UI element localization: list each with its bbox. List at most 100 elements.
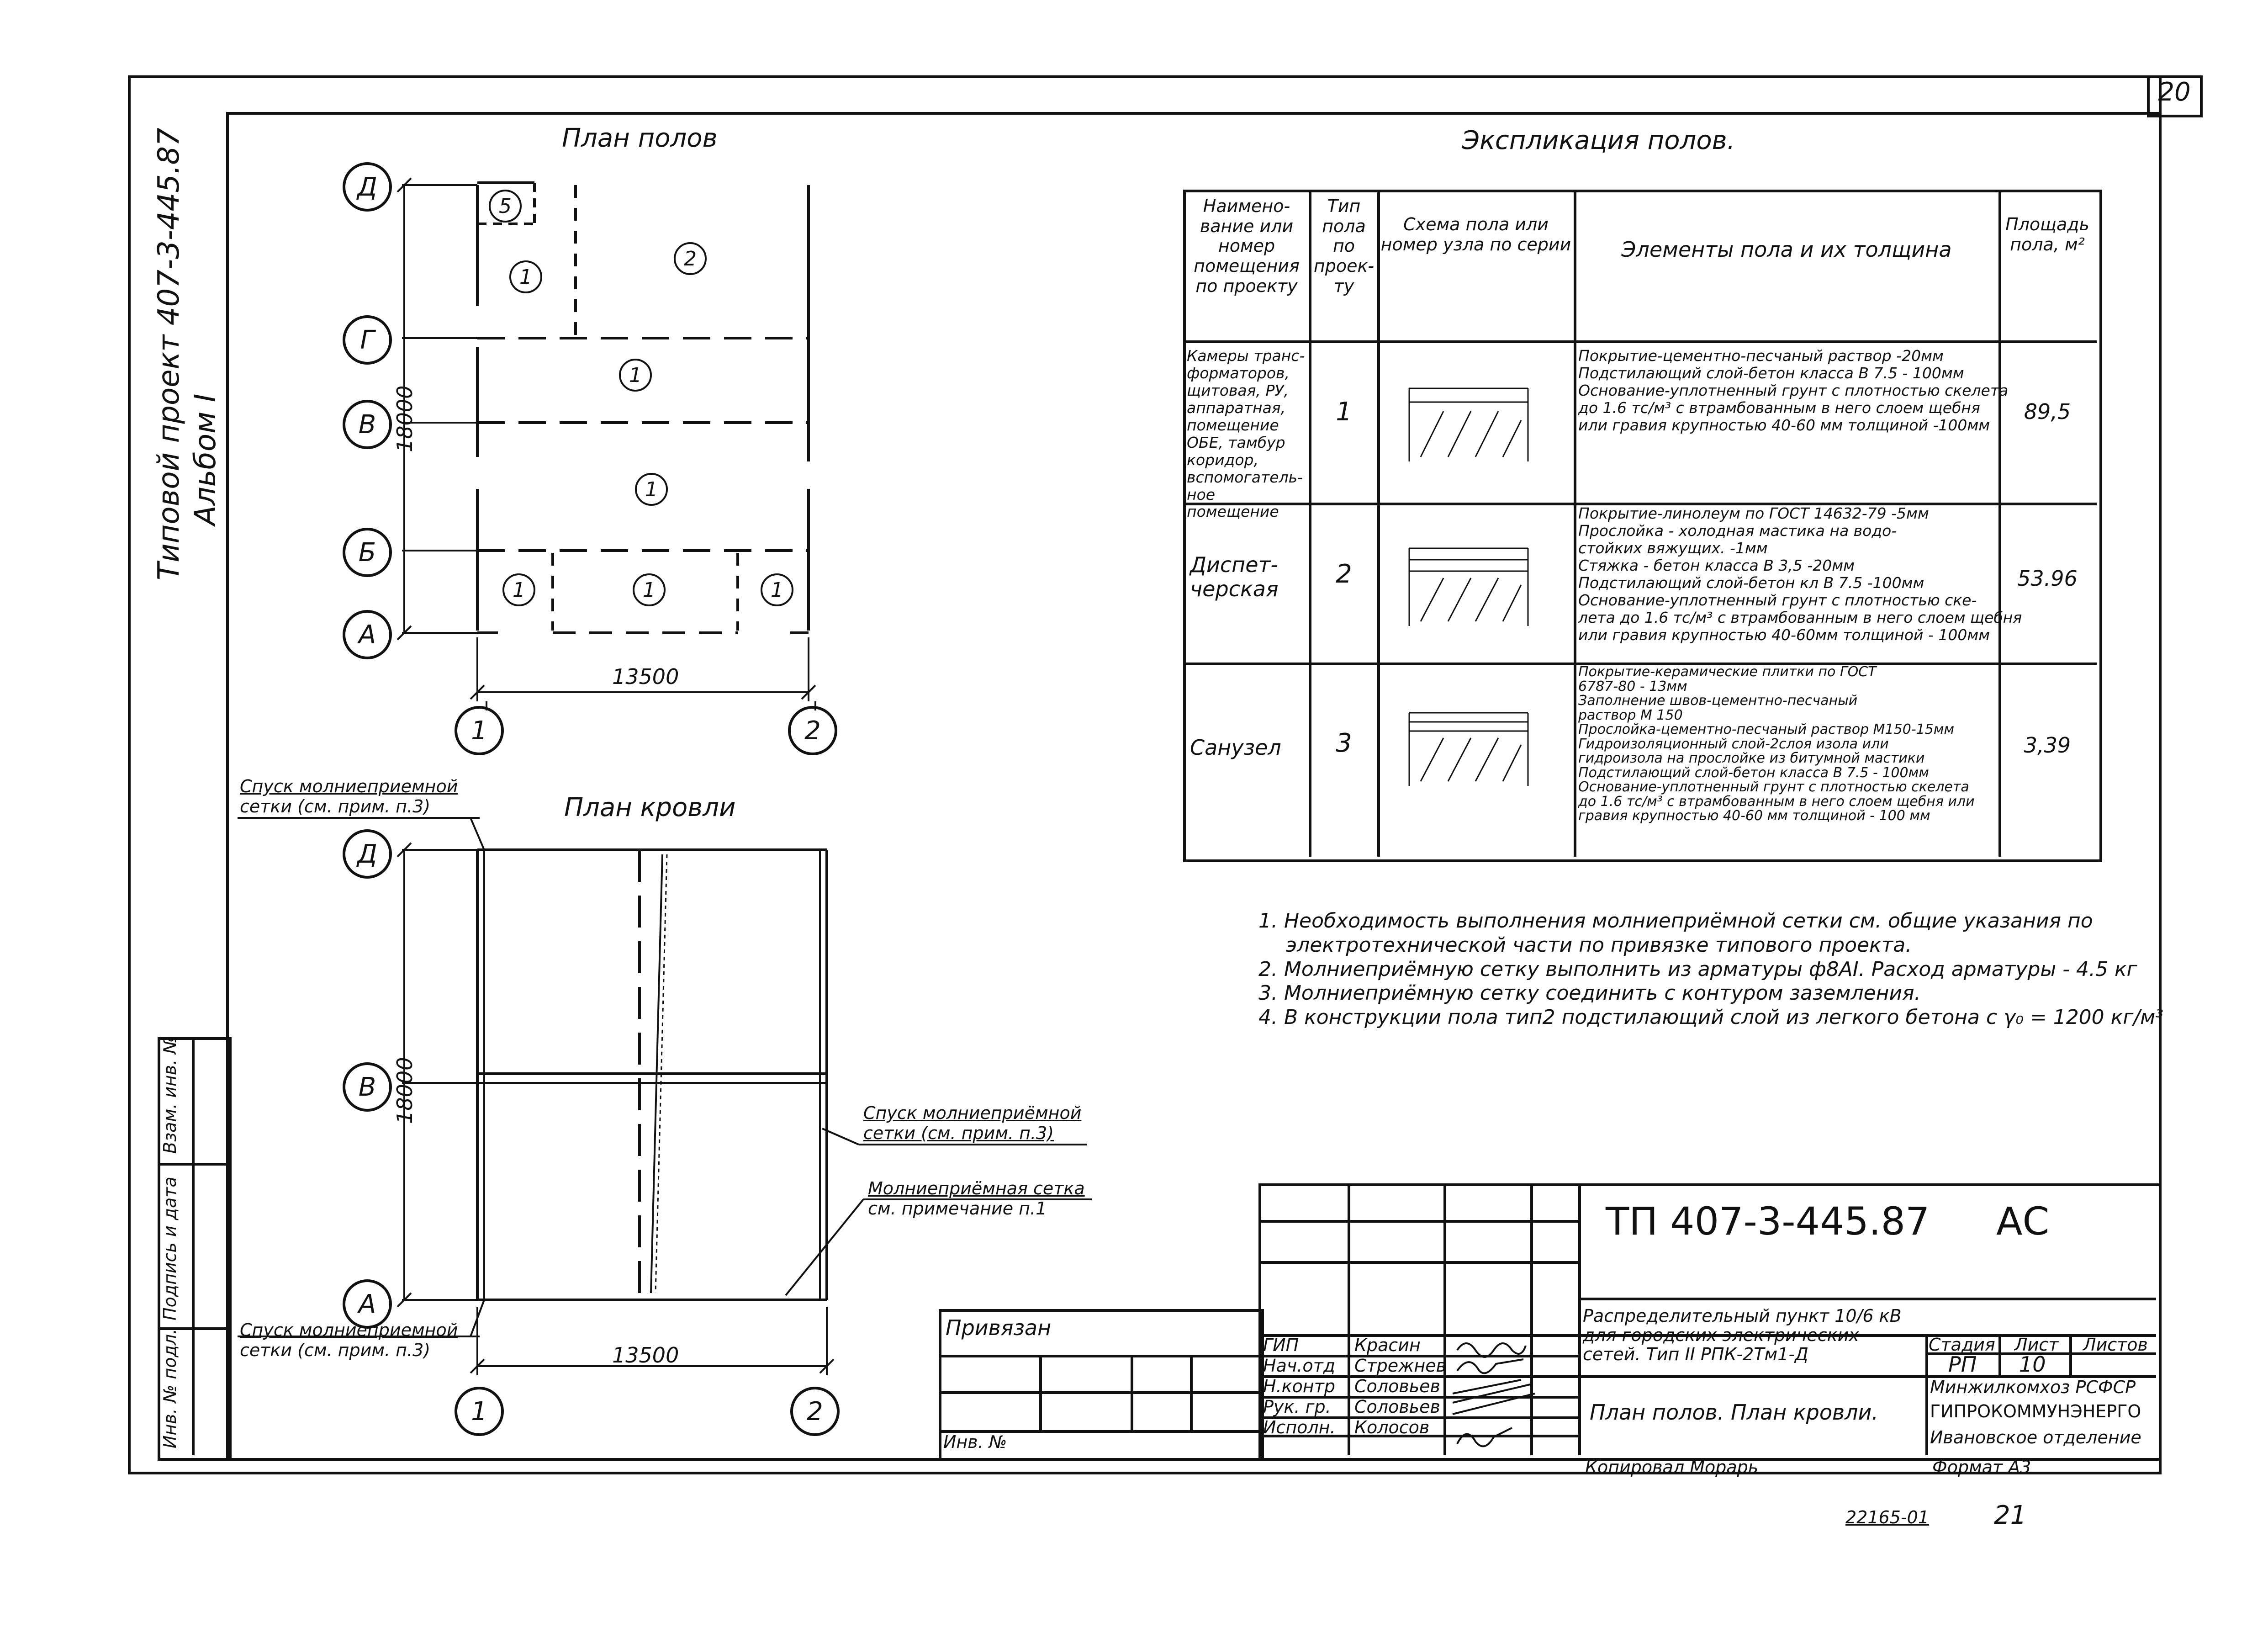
row2-el-4: Подстилающий слой-бетон кл В 7.5 -100мм xyxy=(1578,573,1924,592)
pb-v3 xyxy=(1190,1355,1193,1430)
row1-type: 1 xyxy=(1336,397,1352,427)
tb-h8 xyxy=(1258,1416,1578,1419)
pb-v2 xyxy=(1131,1355,1133,1430)
tb-sheet-title: План полов. План кровли. xyxy=(1590,1400,1879,1425)
row3-room: Санузел xyxy=(1190,735,1281,760)
callout-top-left-line2: сетки (см. прим. п.3) xyxy=(240,796,431,816)
tb-h7 xyxy=(1258,1396,1578,1399)
roof-axis-bubble-1: 1 xyxy=(455,1387,504,1436)
row1-el-3: до 1.6 тс/м³ с втрамбованным в него слое… xyxy=(1578,398,1980,417)
row3-el-4: Прослойка-цементно-песчаный раствор М150… xyxy=(1578,721,1955,737)
tb-code: ТП 407-3-445.87 xyxy=(1606,1199,1930,1244)
row2-el-7: или гравия крупностью 40-60мм толщиной -… xyxy=(1578,626,1990,644)
header-scheme: Схема пола или номер узла по серии xyxy=(1380,214,1571,254)
left-stamp-divider xyxy=(192,1037,195,1455)
tb-h5 xyxy=(1258,1355,1578,1357)
callout-right-1-line1: Спуск молниеприёмной xyxy=(863,1103,1082,1123)
row1-area: 89,5 xyxy=(2024,399,2071,424)
axis-bubble-V: В xyxy=(343,400,392,449)
row1-el-4: или гравия крупностью 40-60 мм толщиной … xyxy=(1578,416,1990,434)
callout-bottom-left-line2: сетки (см. прим. п.3) xyxy=(240,1340,431,1360)
org-line1: Минжилкомхоз РСФСР xyxy=(1930,1377,2136,1397)
sheet-value: 10 xyxy=(2019,1352,2046,1377)
row2-area: 53.96 xyxy=(2017,566,2078,591)
axis-bubble-D: Д xyxy=(343,162,392,212)
role-nkontr: Н.контр xyxy=(1263,1376,1335,1396)
tb-h6 xyxy=(1258,1375,2156,1378)
row1-room: Камеры транс- форматоров, щитовая, РУ, а… xyxy=(1187,347,1305,521)
row2-el-0: Покрытие-линолеум по ГОСТ 14632-79 -5мм xyxy=(1578,504,1929,522)
row3-el-1: 6787-80 - 13мм xyxy=(1578,678,1687,694)
row3-el-7: Подстилающий слой-бетон класса В 7.5 - 1… xyxy=(1578,764,1929,781)
note-4: 4. В конструкции пола тип2 подстилающий … xyxy=(1258,1006,2164,1029)
privyazan-label: Привязан xyxy=(946,1315,1052,1340)
floor-dim-width: 13500 xyxy=(612,664,679,689)
row3-el-0: Покрытие-керамические плитки по ГОСТ xyxy=(1578,664,1877,680)
left-stamp xyxy=(158,1037,232,1461)
pb-h1 xyxy=(939,1355,1258,1357)
pb-h3 xyxy=(939,1430,1258,1433)
explication-row-line-2 xyxy=(1183,503,2097,505)
axis-bubble-1: 1 xyxy=(455,706,504,755)
tb-object-name: Распределительный пункт 10/6 кВ для горо… xyxy=(1583,1306,1902,1364)
row2-el-3: Стяжка - бетон класса В 3,5 -20мм xyxy=(1578,556,1855,574)
tb-v3 xyxy=(1530,1183,1533,1455)
tb-v2 xyxy=(1443,1183,1446,1455)
callout-top-left-line1: Спуск молниеприемной xyxy=(240,776,458,796)
name-ruk: Соловьев xyxy=(1354,1397,1440,1417)
row1-el-1: Подстилающий слой-бетон класса В 7.5 - 1… xyxy=(1578,364,1964,382)
room-mark-1d: 1 xyxy=(502,573,535,606)
room-mark-1a: 1 xyxy=(509,260,542,293)
row3-el-5: Гидроизоляционный слой-2слоя изола или xyxy=(1578,736,1889,752)
tb-h4 xyxy=(1258,1334,2156,1337)
row3-el-3: раствор М 150 xyxy=(1578,707,1683,723)
header-room: Наимено- вание или номер помещения по пр… xyxy=(1194,196,1300,296)
row2-el-2: стойких вяжущих. -1мм xyxy=(1578,539,1768,557)
tb-v1 xyxy=(1348,1183,1350,1455)
explication-title: Экспликация полов. xyxy=(1462,126,1735,155)
pb-v1 xyxy=(1039,1355,1042,1430)
tb-mark: АС xyxy=(1996,1199,2050,1244)
row2-elements: Покрытие-линолеум по ГОСТ 14632-79 -5мм … xyxy=(1578,504,2022,644)
note-3: 3. Молниеприёмную сетку соединить с конт… xyxy=(1258,981,1921,1005)
row3-el-6: гидроизола на прослойке из битумной маст… xyxy=(1578,750,1925,766)
row2-el-5: Основание-уплотненный грунт с плотностью… xyxy=(1578,591,1977,609)
axis-bubble-2: 2 xyxy=(788,706,837,755)
privyazan-block xyxy=(939,1309,1264,1461)
pb-h2 xyxy=(939,1391,1258,1394)
name-nkontr: Соловьев xyxy=(1354,1376,1440,1396)
axis-bubble-B: Б xyxy=(343,528,392,577)
explication-col-line-3 xyxy=(1574,190,1576,857)
role-ruk: Рук. гр. xyxy=(1263,1397,1331,1417)
left-stamp-row2 xyxy=(158,1327,226,1330)
callout-right-1: Спуск молниеприёмной сетки (см. прим. п.… xyxy=(863,1103,1081,1143)
role-ispoln: Исполн. xyxy=(1263,1417,1336,1437)
sheet-number: 20 xyxy=(2158,77,2191,107)
note-1-cont: электротехнической части по привязке тип… xyxy=(1286,933,1912,957)
row3-el-10: гравия крупностью 40-60 мм толщиной - 10… xyxy=(1578,808,1930,824)
roof-axis-bubble-A: А xyxy=(343,1279,392,1329)
callout-top-left: Спуск молниеприемной сетки (см. прим. п.… xyxy=(240,776,458,816)
name-nach: Стрежнев xyxy=(1354,1356,1447,1376)
tb-h-stage xyxy=(1925,1352,2156,1355)
floor-plan-title: План полов xyxy=(562,123,718,153)
tb-v5 xyxy=(1925,1334,1928,1455)
room-mark-1b: 1 xyxy=(619,359,652,392)
note-2: 2. Молниеприёмную сетку выполнить из арм… xyxy=(1258,957,2137,981)
footer-page: 21 xyxy=(1994,1500,2027,1530)
stage-value: РП xyxy=(1948,1352,1977,1377)
row3-type: 3 xyxy=(1336,728,1352,758)
tb-h1 xyxy=(1258,1220,1578,1223)
row2-el-1: Прослойка - холодная мастика на водо- xyxy=(1578,521,1897,540)
copied-by: Копировал Морарь xyxy=(1585,1457,1759,1477)
tb-h2 xyxy=(1258,1261,1578,1264)
explication-col-line-1 xyxy=(1309,190,1311,857)
notes: 1. Необходимость выполнения молниеприёмн… xyxy=(1258,909,2164,1030)
org-line2: ГИПРОКОММУНЭНЕРГО xyxy=(1930,1401,2141,1421)
callout-bottom-left: Спуск молниеприемной сетки (см. прим. п.… xyxy=(240,1320,458,1360)
name-gip: Красин xyxy=(1354,1335,1421,1355)
title-block-right xyxy=(1258,1183,2162,1461)
room-mark-2: 2 xyxy=(674,242,707,275)
left-stamp-row1 xyxy=(158,1163,226,1166)
